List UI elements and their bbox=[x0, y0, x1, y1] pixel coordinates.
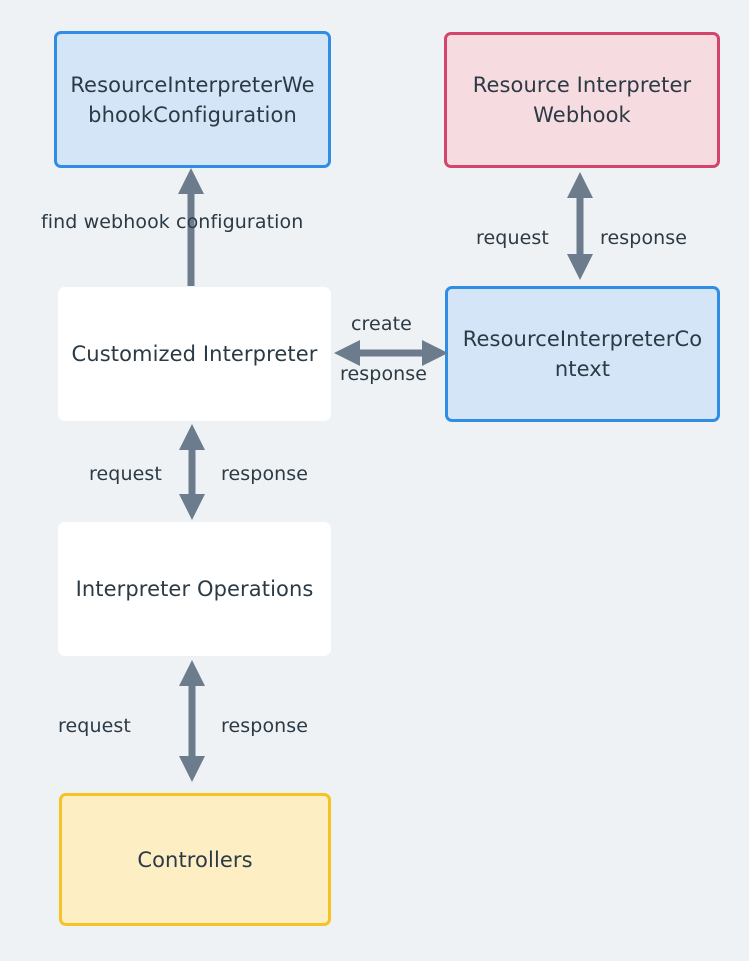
node-resource-interpreter-context[interactable]: ResourceInterpreterContext bbox=[445, 286, 720, 422]
node-resource-interpreter-webhook-configuration[interactable]: ResourceInterpreterWebhookConfiguration bbox=[54, 31, 331, 168]
arrow-double-vertical-icon bbox=[179, 660, 205, 782]
edge-label-controllers-response: response bbox=[221, 715, 309, 737]
node-label: Resource Interpreter Webhook bbox=[472, 73, 692, 127]
edge-label-create-response: response bbox=[340, 363, 428, 385]
node-resource-interpreter-webhook[interactable]: Resource Interpreter Webhook bbox=[444, 32, 720, 168]
arrow-up-icon bbox=[178, 168, 204, 286]
edge-webhook-request-response bbox=[548, 172, 612, 280]
edge-operations-request-response bbox=[160, 424, 224, 520]
node-label: Customized Interpreter bbox=[71, 342, 318, 366]
node-label: Interpreter Operations bbox=[75, 577, 314, 601]
edge-context-create-response bbox=[334, 336, 448, 370]
edge-label-operations-response: response bbox=[221, 463, 309, 485]
node-interpreter-operations[interactable]: Interpreter Operations bbox=[58, 522, 331, 656]
node-label: Controllers bbox=[137, 847, 253, 872]
node-label: ResourceInterpreterWebhookConfiguration bbox=[70, 72, 315, 127]
node-label: ResourceInterpreterContext bbox=[462, 327, 703, 381]
edge-find-webhook-configuration bbox=[160, 168, 222, 290]
node-controllers[interactable]: Controllers bbox=[59, 793, 331, 926]
edge-label-find-webhook-configuration: find webhook configuration bbox=[41, 211, 304, 233]
edge-label-operations-request: request bbox=[89, 463, 162, 485]
edge-label-controllers-request: request bbox=[58, 715, 131, 737]
edge-controllers-request-response bbox=[160, 660, 224, 782]
edge-label-create: create bbox=[351, 313, 412, 335]
edge-label-webhook-request: request bbox=[476, 227, 549, 249]
arrow-double-vertical-icon bbox=[179, 424, 205, 520]
node-customized-interpreter[interactable]: Customized Interpreter bbox=[58, 287, 331, 421]
edge-label-webhook-response: response bbox=[600, 227, 688, 249]
arrow-double-vertical-icon bbox=[567, 172, 593, 280]
arrow-double-horizontal-icon bbox=[334, 340, 448, 366]
